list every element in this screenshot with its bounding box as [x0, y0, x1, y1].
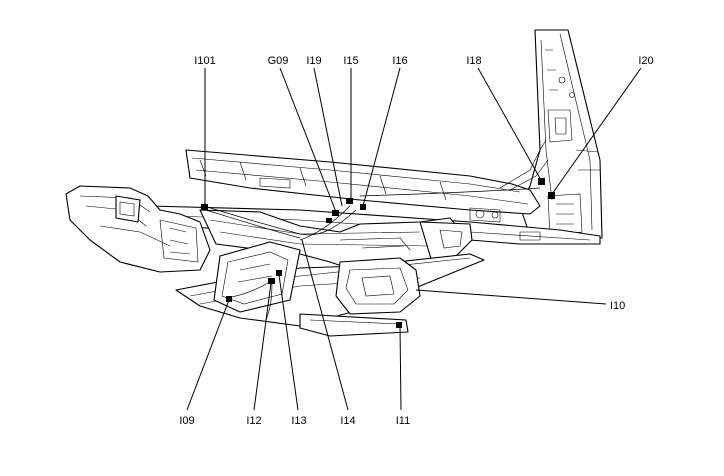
- leader-i09: [186, 299, 230, 411]
- callout-i12: I12: [246, 415, 261, 427]
- callout-i13: I13: [291, 415, 306, 427]
- callout-i101: I101: [194, 55, 215, 67]
- leader-i12: [253, 282, 272, 411]
- leader-i16: [362, 67, 401, 207]
- left-rail: [65, 185, 211, 273]
- callout-i10: I10: [610, 300, 625, 312]
- rocker-sill: [185, 139, 549, 223]
- callout-i20: I20: [638, 55, 653, 67]
- callout-labels: I101 G09 I19 I15 I16 I18 I20 I10 I09 I12…: [179, 55, 653, 427]
- wiring-harness: [201, 178, 555, 328]
- callout-i09: I09: [179, 415, 194, 427]
- leader-i11: [399, 325, 402, 411]
- cross-member: [199, 209, 473, 273]
- callout-i19: I19: [306, 55, 321, 67]
- callout-g09: G09: [268, 55, 289, 67]
- leader-i10: [415, 289, 607, 305]
- leader-i20: [551, 67, 642, 195]
- callout-i16: I16: [392, 55, 407, 67]
- seat-track: [175, 241, 485, 337]
- leader-g09: [279, 67, 337, 213]
- callout-i15: I15: [343, 55, 358, 67]
- leader-lines: [186, 67, 642, 411]
- callout-i11: I11: [396, 415, 410, 427]
- leader-i19: [313, 67, 343, 207]
- leader-i18: [477, 67, 542, 181]
- leader-i13: [278, 274, 299, 411]
- leader-i14: [301, 239, 349, 411]
- callout-i18: I18: [466, 55, 481, 67]
- callout-i14: I14: [340, 415, 355, 427]
